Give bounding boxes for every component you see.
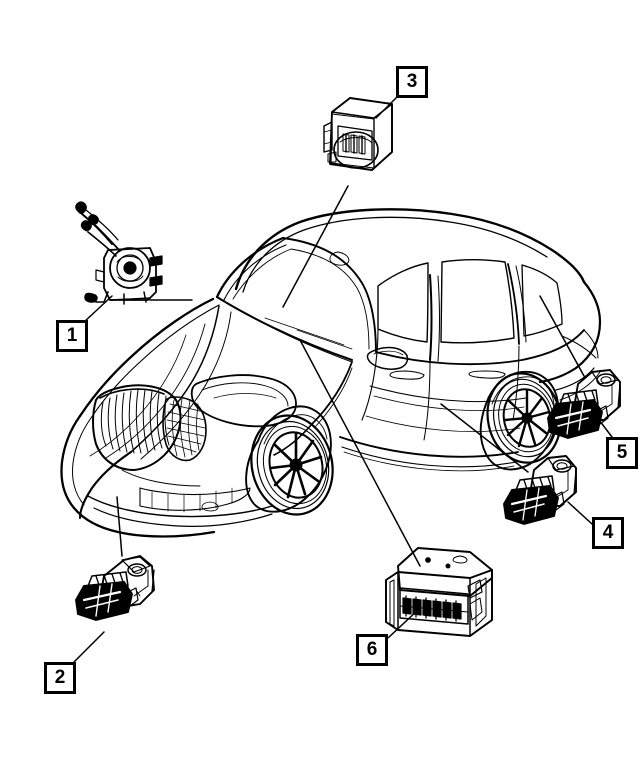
leader-3-to-car (282, 185, 349, 308)
leader-callout-4 (567, 501, 593, 525)
leader-callout-1 (83, 295, 113, 323)
callout-number-2: 2 (54, 666, 66, 688)
part-6-orc-module (385, 547, 493, 637)
leader-callout-5 (595, 415, 613, 438)
leader-4-to-car (440, 403, 529, 473)
leader-callout-2 (71, 631, 105, 665)
callout-box-3[interactable]: 3 (396, 66, 428, 98)
part-4-side-impact-sensor (503, 455, 577, 525)
part-1-clockspring (75, 201, 163, 305)
leader-callout-3 (375, 95, 399, 119)
leader-5-to-car (539, 295, 585, 377)
leader-callout-6 (387, 609, 419, 639)
part-5-side-impact-sensor (547, 369, 621, 439)
part-3-connector-module (323, 97, 393, 171)
callout-number-4: 4 (602, 521, 614, 543)
callout-number-1: 1 (66, 324, 78, 346)
callout-number-3: 3 (406, 70, 418, 92)
leader-2-to-car (116, 496, 123, 557)
callout-box-1[interactable]: 1 (56, 320, 88, 352)
callout-box-6[interactable]: 6 (356, 634, 388, 666)
leader-6-to-car (299, 339, 421, 567)
car-illustration (60, 208, 602, 538)
callout-number-5: 5 (616, 441, 628, 463)
callout-box-4[interactable]: 4 (592, 517, 624, 549)
part-2-front-impact-sensor (75, 555, 155, 621)
leader-lines (71, 95, 613, 665)
callout-number-6: 6 (366, 638, 378, 660)
callout-box-5[interactable]: 5 (606, 437, 638, 469)
callout-box-2[interactable]: 2 (44, 662, 76, 694)
